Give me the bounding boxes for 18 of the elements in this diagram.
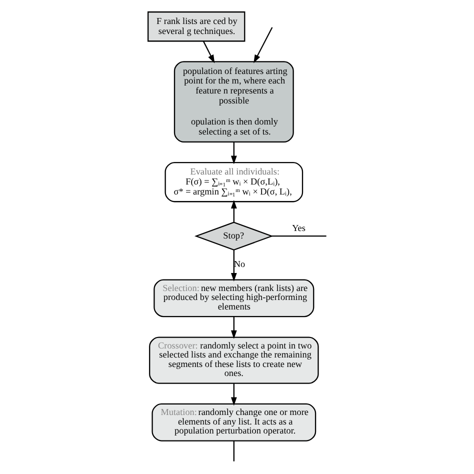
arrow [230,200,236,222]
node-box: Evaluate all individuals: F(σ) = ∑ᵢ₌₁ᵐ wᵢ × D(σ,Lᵢ), σ* = argmin ∑ᵢ₌₁ᵐ wᵢ × D(σ, Lᵢ), [164,162,303,202]
node-box: population of features arting point for the m, where each feature n represents a possible opulation is then domly selecting a set of ts. [173,61,294,143]
arrow [230,250,236,282]
arrow [230,142,236,164]
arrow [253,27,272,64]
node-diamond: Stop? [194,222,273,251]
node-box: Mutation:randomly change one or more elements of any list. It acts as a population perturbation operator. [151,403,316,442]
connector [271,236,326,237]
edge-label: No [233,259,245,270]
node-box: F rank lists are ced by several g techniques. [147,11,245,42]
arrow [230,316,236,339]
node-box: Crossover: randomly select a point in two selected lists and exchange the remaining segments of these lists to create new ones. [148,336,318,384]
arrow [230,384,236,406]
arrow [202,40,214,64]
edge-label: Yes [292,223,305,234]
node-box: Selection: new members (rank lists) are produced by selecting high-performing elements [153,279,314,318]
connector [232,440,234,462]
